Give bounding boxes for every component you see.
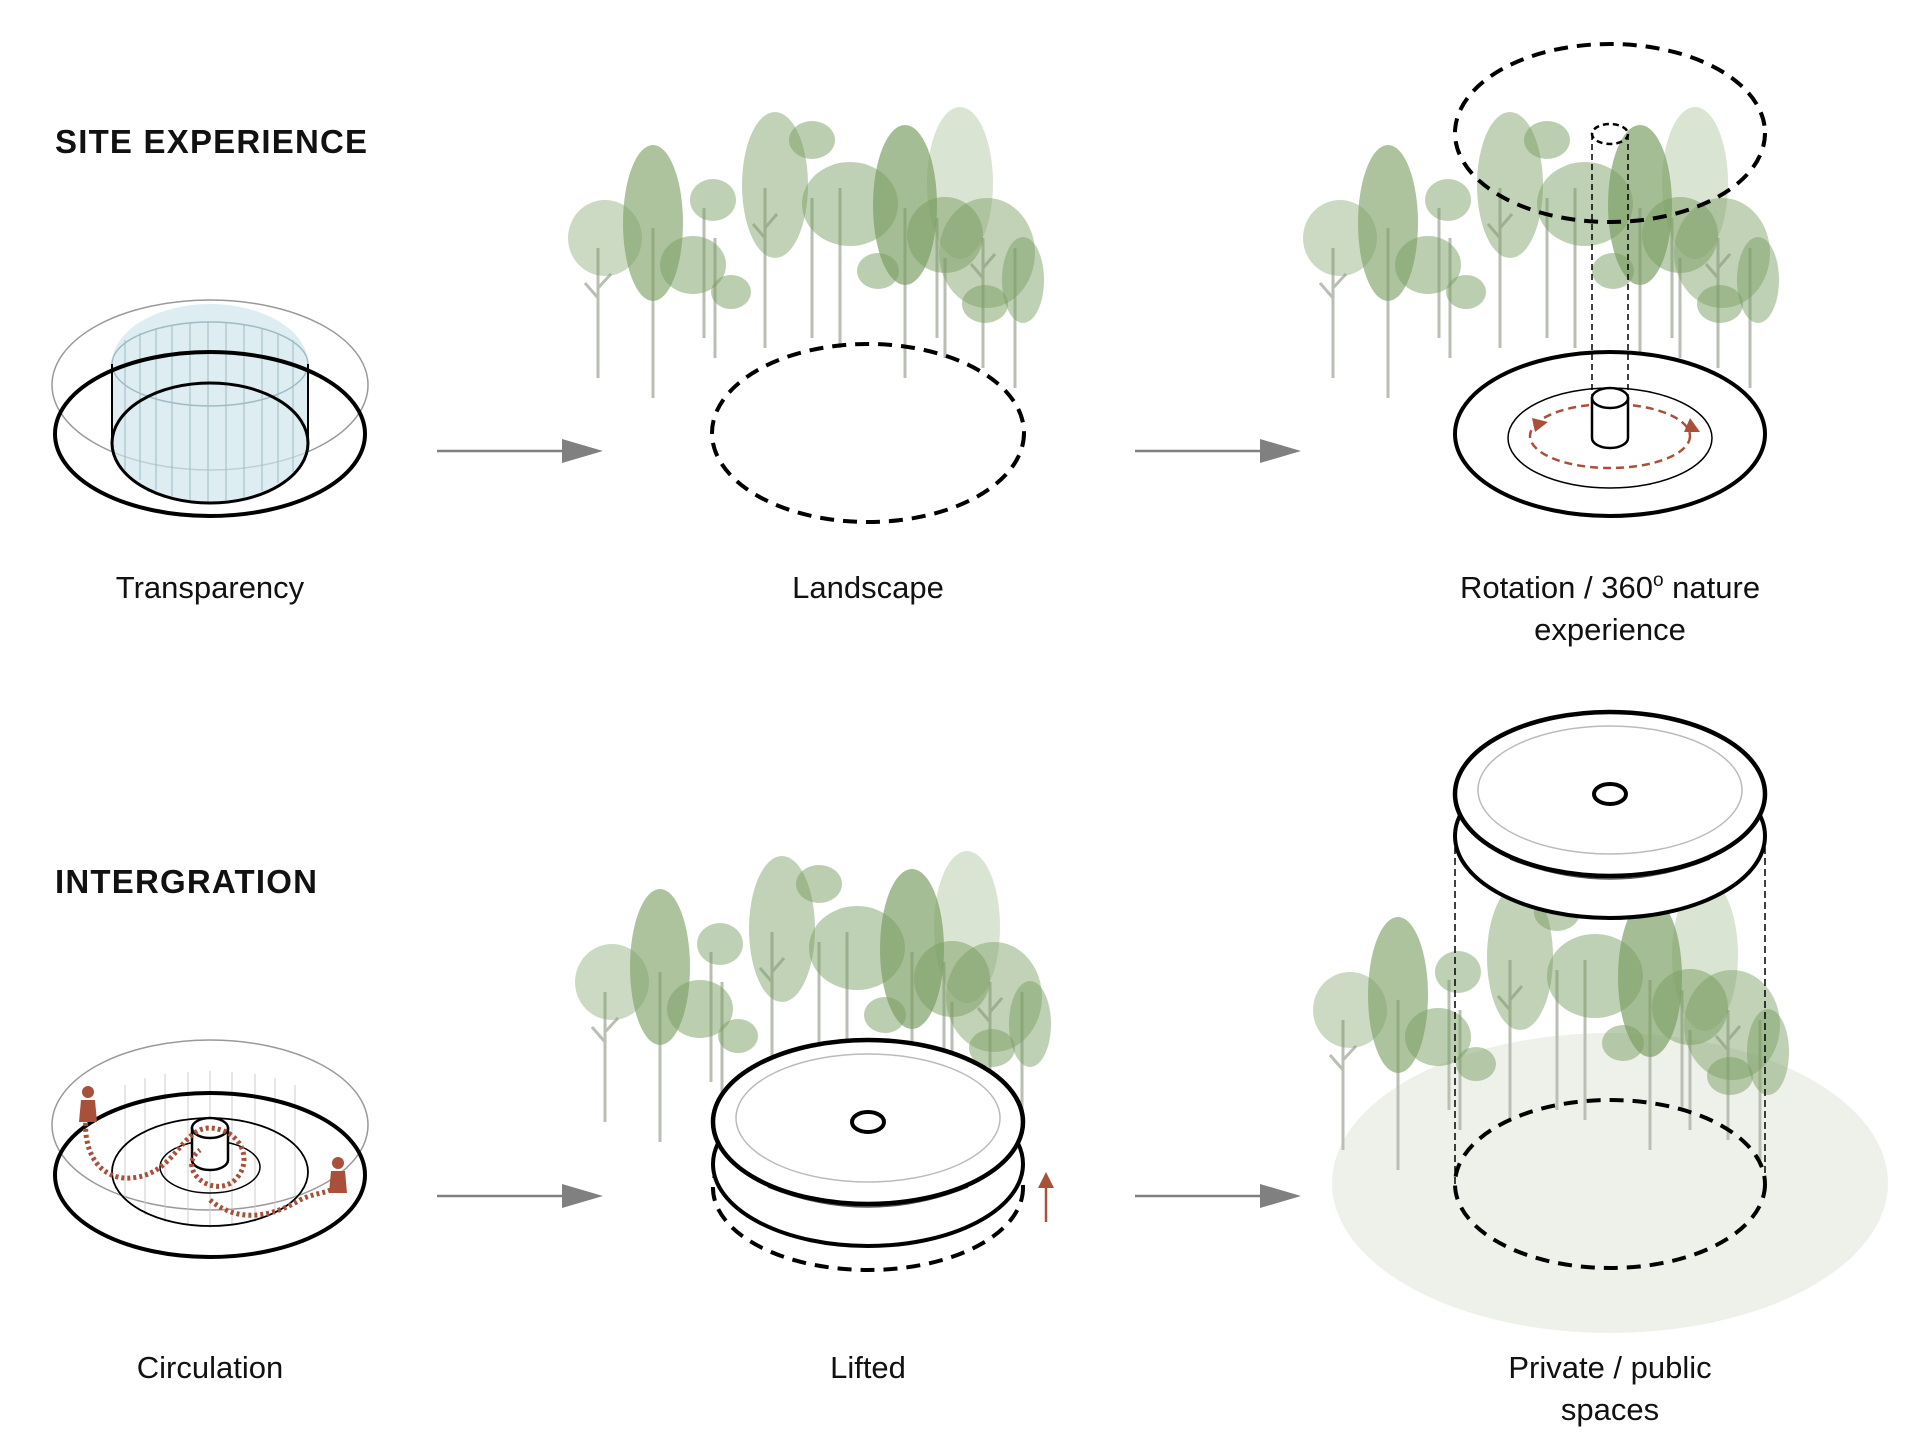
caption-transparency: Transparency: [116, 570, 305, 605]
rotation-illustration: [1453, 42, 1767, 518]
site-footprint-outline: [710, 342, 1026, 524]
right-arrow-icon: [435, 1182, 605, 1210]
rotation-arrowhead: [1532, 418, 1548, 432]
transparency-illustration: [51, 299, 369, 518]
person-icon: [329, 1157, 347, 1193]
person-icon: [79, 1086, 97, 1122]
caption-private-line2: spaces: [1561, 1392, 1659, 1427]
up-arrow-icon: [1038, 1172, 1054, 1222]
ground-plane: [1332, 1033, 1888, 1333]
trees-cluster-landscape: [566, 105, 1046, 400]
caption-rotation-line2: experience: [1534, 612, 1686, 647]
degree-superscript: o: [1653, 570, 1664, 591]
rotation-arrowhead: [1684, 418, 1700, 432]
right-arrow-icon: [1133, 437, 1303, 465]
lifted-illustration: [713, 1040, 1054, 1272]
caption-landscape: Landscape: [792, 570, 944, 605]
section-title-integration: INTERGRATION: [55, 863, 318, 900]
right-arrow-icon: [1133, 1182, 1303, 1210]
section-title-site-experience: SITE EXPERIENCE: [55, 123, 368, 160]
caption-rotation-line1: Rotation / 360o nature: [1460, 570, 1760, 605]
trees-cluster-rotation: [1301, 105, 1781, 400]
private-public-illustration: [1455, 712, 1765, 1270]
circulation-illustration: [51, 1039, 369, 1259]
caption-private-line1: Private / public: [1508, 1350, 1711, 1385]
caption-lifted: Lifted: [830, 1350, 906, 1385]
caption-circulation: Circulation: [137, 1350, 283, 1385]
right-arrow-icon: [435, 437, 605, 465]
